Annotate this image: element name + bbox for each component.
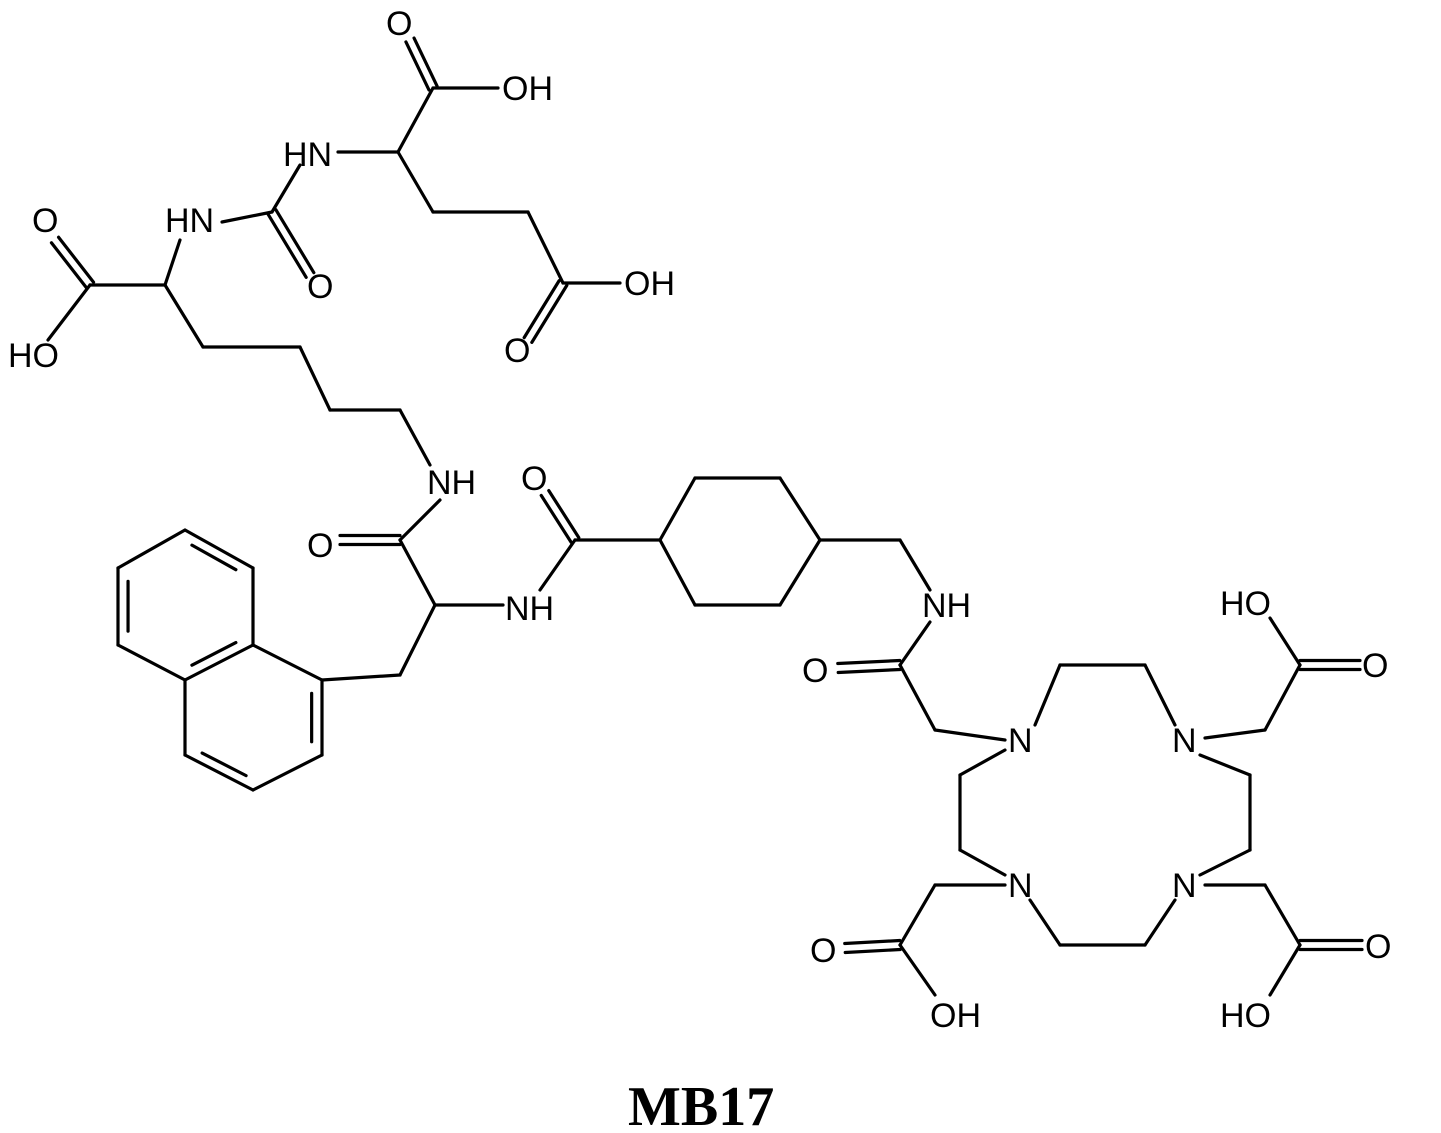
atom-o-top: O bbox=[386, 5, 412, 43]
single-bond bbox=[900, 665, 935, 730]
atom-n4: N bbox=[1008, 867, 1033, 905]
single-bond bbox=[780, 540, 820, 605]
single-bond bbox=[185, 530, 253, 568]
single-bond bbox=[1265, 885, 1300, 945]
double-bond bbox=[414, 38, 437, 86]
single-bond bbox=[1205, 730, 1265, 738]
single-bond bbox=[540, 540, 575, 590]
atom-o-amide3: O bbox=[802, 652, 828, 690]
atom-hn-urea: HN bbox=[165, 202, 214, 240]
aromatic-bond bbox=[192, 643, 236, 666]
double-bond bbox=[838, 669, 900, 672]
single-bond bbox=[48, 285, 90, 340]
atom-ho-lys: HO bbox=[8, 337, 59, 375]
single-bond bbox=[960, 750, 1005, 775]
single-bond bbox=[528, 212, 563, 283]
single-bond bbox=[900, 885, 935, 945]
atom-hn-glu: HN bbox=[283, 136, 332, 174]
single-bond bbox=[960, 850, 1005, 875]
atom-o-n4: O bbox=[810, 932, 836, 970]
single-bond bbox=[398, 152, 433, 212]
atom-nh-amide3: NH bbox=[922, 587, 971, 625]
aromatic-bond bbox=[202, 753, 246, 776]
atom-o-glu-side: O bbox=[504, 332, 530, 370]
single-bond bbox=[1200, 850, 1250, 875]
atom-o-lys: O bbox=[32, 202, 58, 240]
double-bond bbox=[406, 42, 429, 90]
atom-o-n2: O bbox=[1362, 647, 1388, 685]
atom-n3: N bbox=[1172, 867, 1197, 905]
single-bond bbox=[222, 212, 272, 222]
single-bond bbox=[900, 540, 930, 590]
single-bond bbox=[165, 285, 203, 347]
single-bond bbox=[780, 478, 820, 540]
single-bond bbox=[900, 622, 930, 665]
atom-n2: N bbox=[1172, 722, 1197, 760]
single-bond bbox=[1145, 900, 1175, 945]
single-bond bbox=[118, 530, 185, 568]
single-bond bbox=[400, 540, 435, 605]
atom-o-urea: O bbox=[307, 268, 333, 306]
atom-ho-n3: HO bbox=[1220, 997, 1271, 1035]
double-bond bbox=[845, 941, 900, 944]
atom-o-n3: O bbox=[1365, 928, 1391, 966]
single-bond bbox=[165, 240, 180, 285]
single-bond bbox=[1035, 665, 1060, 725]
single-bond bbox=[1030, 900, 1060, 945]
aromatic-bond bbox=[192, 545, 236, 570]
atom-labels: O OH HN HN O OH O O HO NH O NH O NH O N … bbox=[8, 5, 1391, 1035]
single-bond bbox=[118, 645, 185, 680]
single-bond bbox=[400, 500, 440, 540]
double-bond bbox=[268, 214, 306, 277]
atom-nh-lys: NH bbox=[427, 464, 476, 502]
single-bond bbox=[253, 755, 322, 790]
bonds bbox=[48, 38, 1362, 995]
single-bond bbox=[322, 675, 400, 680]
single-bond bbox=[900, 945, 935, 995]
single-bond bbox=[1270, 945, 1300, 995]
single-bond bbox=[398, 88, 433, 152]
single-bond bbox=[1200, 755, 1250, 775]
double-bond bbox=[845, 949, 900, 952]
double-bond bbox=[838, 661, 900, 664]
atom-o-amide2: O bbox=[521, 460, 547, 498]
single-bond bbox=[253, 645, 322, 680]
atom-oh-glu-side: OH bbox=[624, 265, 675, 303]
atom-n1: N bbox=[1008, 722, 1033, 760]
single-bond bbox=[660, 478, 695, 540]
atom-nh-amide1: NH bbox=[505, 590, 554, 628]
single-bond bbox=[935, 730, 1005, 740]
atom-oh-top: OH bbox=[502, 70, 553, 108]
atom-o-amide1: O bbox=[307, 527, 333, 565]
single-bond bbox=[400, 410, 430, 465]
double-bond bbox=[276, 210, 314, 273]
single-bond bbox=[1270, 618, 1300, 665]
single-bond bbox=[1145, 665, 1175, 725]
single-bond bbox=[660, 540, 695, 605]
single-bond bbox=[300, 347, 330, 410]
single-bond bbox=[1265, 665, 1300, 730]
single-bond bbox=[400, 605, 435, 675]
atom-ho-n2: HO bbox=[1220, 585, 1271, 623]
compound-title: MB17 bbox=[628, 1076, 774, 1133]
atom-oh-n4: OH bbox=[930, 997, 981, 1035]
